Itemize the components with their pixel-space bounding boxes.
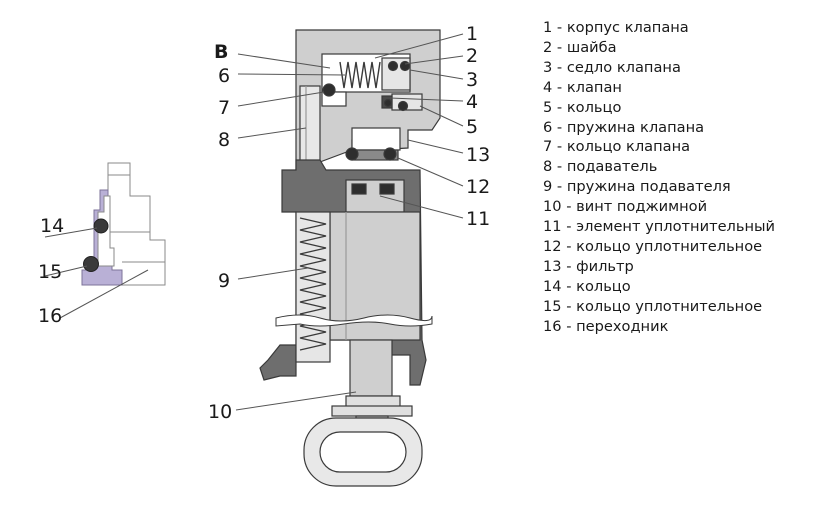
legend-text: седло клапана bbox=[566, 58, 681, 76]
feeder-spring bbox=[299, 217, 327, 351]
legend-text: подаватель bbox=[566, 158, 658, 176]
parts-legend: 1 - корпус клапана 2 - шайба 3 - седло к… bbox=[543, 18, 775, 337]
legend-item: 10 - винт поджимной bbox=[543, 198, 708, 216]
legend-num: 15 bbox=[543, 297, 562, 315]
legend-num: 8 bbox=[543, 158, 553, 176]
callout-3: 3 bbox=[466, 69, 478, 91]
legend-item: 4 - клапан bbox=[543, 78, 622, 96]
legend-item: 8 - подаватель bbox=[543, 158, 658, 176]
adapter-detail bbox=[81, 162, 166, 286]
legend-text: фильтр bbox=[576, 257, 634, 275]
callout-12: 12 bbox=[466, 176, 490, 198]
main-leader-lines bbox=[235, 33, 464, 411]
callout-B: B bbox=[214, 41, 228, 63]
callout-8: 8 bbox=[218, 129, 230, 151]
legend-item: 15 - кольцо уплотнительное bbox=[543, 297, 763, 315]
legend-item: 16 - переходник bbox=[543, 317, 669, 335]
legend-text: пружина клапана bbox=[566, 118, 705, 136]
legend-item: 9 - пружина подавателя bbox=[543, 178, 731, 196]
callout-2: 2 bbox=[466, 45, 478, 67]
callout-10: 10 bbox=[208, 401, 232, 423]
legend-num: 2 bbox=[543, 38, 553, 56]
legend-item: 12 - кольцо уплотнительное bbox=[543, 237, 763, 255]
legend-text: кольцо bbox=[566, 98, 622, 116]
legend-text: винт поджимной bbox=[576, 198, 708, 216]
legend-item: 13 - фильтр bbox=[543, 257, 634, 275]
legend-num: 4 bbox=[543, 78, 553, 96]
legend-item: 7 - кольцо клапана bbox=[543, 138, 691, 156]
legend-num: 7 bbox=[543, 138, 553, 156]
callout-6: 6 bbox=[218, 65, 230, 87]
legend-text: кольцо уплотнительное bbox=[576, 237, 763, 255]
adapter-leader-lines bbox=[44, 227, 149, 319]
legend-num: 12 bbox=[543, 237, 562, 255]
legend-item: 11 - элемент уплотнительный bbox=[543, 218, 776, 236]
legend-text: кольцо клапана bbox=[566, 138, 691, 156]
legend-text: переходник bbox=[576, 317, 669, 335]
legend-item: 2 - шайба bbox=[543, 38, 617, 56]
legend-item: 3 - седло клапана bbox=[543, 58, 681, 76]
legend-num: 5 bbox=[543, 98, 553, 116]
callout-4: 4 bbox=[466, 91, 478, 113]
valve-spring bbox=[339, 61, 381, 89]
legend-text: кольцо уплотнительное bbox=[576, 297, 763, 315]
ring-15 bbox=[83, 256, 99, 272]
legend-item: 6 - пружина клапана bbox=[543, 118, 705, 136]
callout-5: 5 bbox=[466, 116, 478, 138]
legend-text: клапан bbox=[566, 78, 622, 96]
callout-9: 9 bbox=[218, 270, 230, 292]
callout-1: 1 bbox=[466, 23, 478, 45]
callout-13: 13 bbox=[466, 144, 490, 166]
legend-item: 14 - кольцо bbox=[543, 277, 631, 295]
legend-num: 11 bbox=[543, 218, 562, 236]
legend-num: 16 bbox=[543, 317, 562, 335]
legend-num: 6 bbox=[543, 118, 553, 136]
callout-14: 14 bbox=[40, 215, 64, 237]
legend-num: 10 bbox=[543, 198, 562, 216]
callout-numbers: B 6 7 8 9 10 1 2 3 4 5 13 12 11 14 15 16 bbox=[38, 23, 490, 423]
legend-num: 13 bbox=[543, 257, 562, 275]
legend-text: кольцо bbox=[576, 277, 631, 295]
legend-item: 5 - кольцо bbox=[543, 98, 622, 116]
valve-body bbox=[259, 29, 441, 487]
legend-num: 3 bbox=[543, 58, 553, 76]
callout-7: 7 bbox=[218, 97, 230, 119]
legend-text: пружина подавателя bbox=[566, 178, 731, 196]
ring-14 bbox=[93, 218, 109, 234]
break-lines bbox=[275, 314, 433, 327]
callout-16: 16 bbox=[38, 305, 62, 327]
legend-num: 14 bbox=[543, 277, 562, 295]
legend-text: шайба bbox=[566, 38, 617, 56]
legend-text: элемент уплотнительный bbox=[576, 218, 776, 236]
callout-15: 15 bbox=[38, 261, 62, 283]
legend-num: 9 bbox=[543, 178, 553, 196]
legend-num: 1 bbox=[543, 19, 553, 36]
legend-text: корпус клапана bbox=[566, 19, 689, 36]
legend-item: 1 - корпус клапана bbox=[543, 19, 689, 36]
callout-11: 11 bbox=[466, 208, 490, 230]
